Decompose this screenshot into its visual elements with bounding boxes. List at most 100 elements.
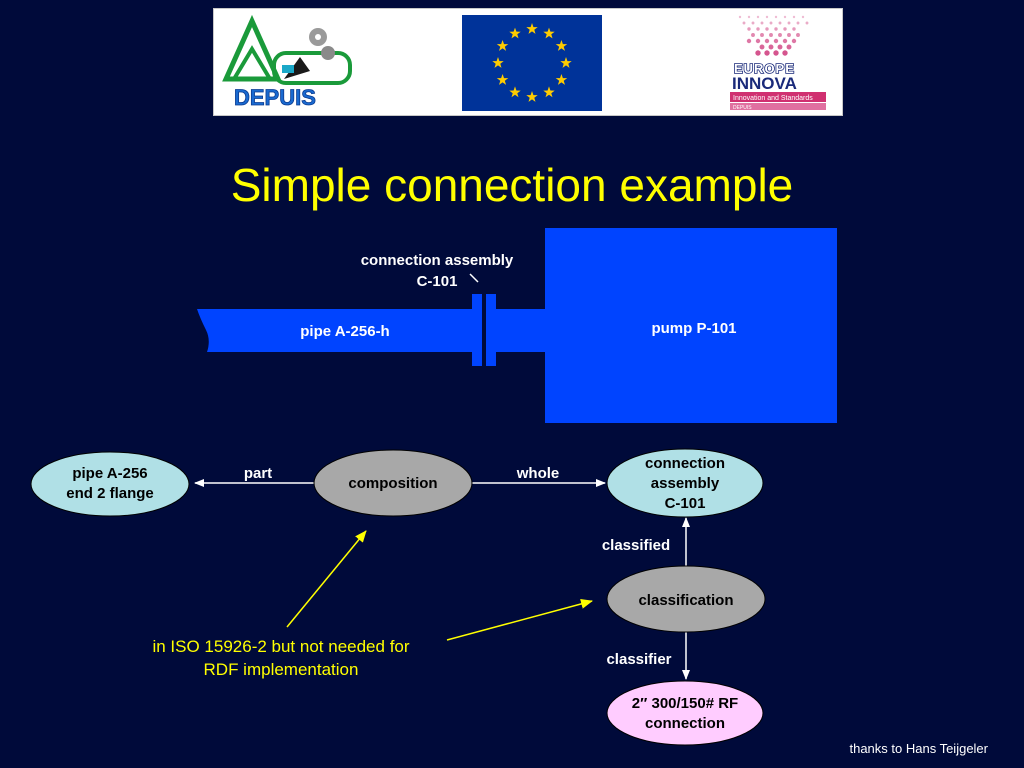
innova-dot	[801, 15, 805, 19]
node-pipe-end-line1: pipe A-256	[72, 465, 147, 482]
innova-dot	[756, 15, 760, 19]
eu-flag	[462, 15, 602, 111]
innova-dot	[747, 15, 751, 19]
credit-text: thanks to Hans Teijgeler	[849, 741, 988, 756]
innova-text: INNOVA	[732, 74, 797, 93]
pipe-body	[197, 309, 472, 352]
node-assembly-line3: C-101	[665, 495, 706, 512]
innova-dot	[760, 21, 764, 25]
assembly-label-line2: C-101	[417, 273, 458, 290]
innova-dot	[755, 50, 761, 56]
node-classification-label: classification	[638, 592, 733, 609]
innova-dot	[805, 21, 809, 25]
node-pipe-end: pipe A-256 end 2 flange	[30, 451, 190, 517]
pump-body	[545, 228, 837, 423]
innova-dot	[792, 27, 796, 31]
eu-star-icon	[526, 91, 538, 102]
innova-dot	[783, 15, 787, 19]
edge-label-whole: whole	[516, 465, 560, 482]
note-arrow-composition	[286, 530, 367, 628]
europe-innova-logo: EUROPE INNOVA Innovation and Standards D…	[730, 15, 826, 111]
innova-dot	[773, 38, 779, 44]
note-line1: in ISO 15926-2 but not needed for	[152, 637, 409, 656]
innova-dot	[769, 21, 773, 25]
node-assembly-line1: connection	[645, 455, 725, 472]
eu-star-icon	[509, 27, 521, 39]
eu-star-icon	[543, 86, 555, 98]
innova-dot	[796, 33, 800, 37]
innova-dot	[738, 15, 742, 19]
eu-star-icon	[555, 40, 568, 51]
innova-dot	[796, 21, 800, 25]
depuis-logo: DEPUIS	[222, 14, 352, 110]
innova-dot	[746, 38, 752, 44]
eu-star-icon	[555, 74, 568, 85]
innova-dot	[769, 33, 773, 37]
innova-dot	[774, 15, 778, 19]
innova-dot	[787, 33, 791, 37]
innova-dot	[768, 44, 774, 50]
node-assembly: connection assembly C-101	[606, 448, 764, 518]
note-arrow-classification	[446, 599, 593, 641]
node-pipe-end-line2: end 2 flange	[66, 485, 154, 502]
node-assembly-line2: assembly	[651, 475, 720, 492]
innova-dot	[755, 38, 761, 44]
eu-star-icon	[496, 74, 509, 85]
eu-star-icon	[509, 86, 521, 98]
innova-dot	[765, 27, 769, 31]
innova-dot	[742, 21, 746, 25]
innova-dot	[760, 33, 764, 37]
innova-tagline: Innovation and Standards	[733, 95, 813, 102]
innova-dot	[777, 44, 783, 50]
eu-star-icon	[526, 23, 538, 34]
edge-label-classifier: classifier	[606, 651, 671, 668]
node-rf-connection-line1: 2″ 300/150# RF	[632, 695, 738, 712]
eu-star-icon	[543, 27, 555, 39]
pipe-label: pipe A-256-h	[300, 323, 389, 340]
innova-dot	[778, 21, 782, 25]
innova-dot	[783, 27, 787, 31]
node-rf-connection: 2″ 300/150# RF connection	[606, 680, 764, 746]
innova-dot	[773, 50, 779, 56]
innova-dot	[778, 33, 782, 37]
flange-right	[486, 294, 496, 366]
eu-star-icon	[496, 40, 509, 51]
note-line2: RDF implementation	[204, 660, 359, 679]
node-composition-label: composition	[348, 475, 437, 492]
edge-label-classified: classified	[602, 537, 670, 554]
innova-dot	[759, 44, 765, 50]
logo-banner-graphic: DEPUIS EUROPE INNOVA Innovation and Stan…	[222, 14, 826, 111]
node-rf-connection-line2: connection	[645, 715, 725, 732]
logo-banner: DEPUIS EUROPE INNOVA Innovation and Stan…	[213, 8, 843, 116]
node-composition: composition	[313, 449, 473, 517]
innova-dot	[751, 33, 755, 37]
innova-dot	[764, 38, 770, 44]
innova-dot	[787, 21, 791, 25]
innova-dot	[764, 50, 770, 56]
innova-sub: DEPUIS	[733, 105, 752, 111]
europe-text: EUROPE	[734, 61, 795, 76]
depuis-text: DEPUIS	[234, 85, 316, 110]
edge-label-part: part	[244, 465, 272, 482]
pump-nozzle	[496, 309, 546, 352]
eu-star-icon	[492, 57, 504, 68]
innova-dot	[747, 27, 751, 31]
innova-dot	[774, 27, 778, 31]
helmet-icon	[284, 57, 310, 79]
flange-left	[472, 294, 482, 366]
node-classification: classification	[606, 565, 766, 633]
assembly-label-line1: connection assembly	[361, 252, 514, 269]
innova-dot	[792, 15, 796, 19]
innova-dot	[751, 21, 755, 25]
assembly-pointer	[469, 273, 479, 283]
innova-dot	[756, 27, 760, 31]
innova-dot	[791, 38, 797, 44]
eu-star-icon	[560, 57, 572, 68]
innova-dot	[782, 38, 788, 44]
pump-label: pump P-101	[651, 320, 736, 337]
innova-dot	[782, 50, 788, 56]
slide-title: Simple connection example	[230, 159, 794, 211]
innova-dot	[786, 44, 792, 50]
innova-dot	[765, 15, 769, 19]
